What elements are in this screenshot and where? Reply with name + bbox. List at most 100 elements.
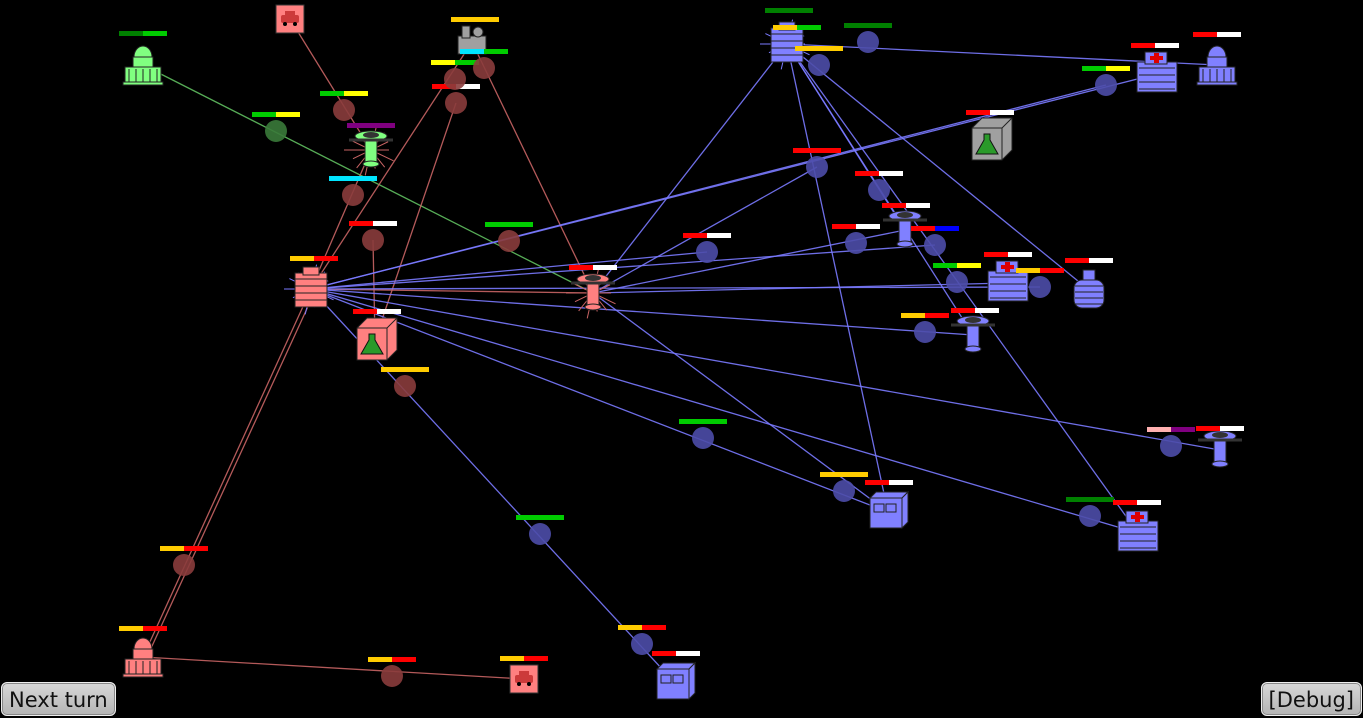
nodes-layer [122,4,1242,701]
capitol-red-capitol-icon[interactable] [122,637,164,678]
node-health-bars [347,123,395,128]
status-bar-left [347,123,371,128]
status-bar-left [329,176,353,181]
status-bar-left [679,419,703,424]
unit-blue-token[interactable] [806,156,828,178]
status-bar-right [817,148,841,153]
depot-blue-bottom-depot-icon[interactable] [655,661,697,701]
status-bar-right [1171,427,1195,432]
unit-blue-token[interactable] [857,31,879,53]
status-bar-right [975,308,999,313]
node-health-bars [882,203,930,208]
tower-blue-a-tower-icon[interactable] [883,210,927,248]
unit-blue-token[interactable] [868,179,890,201]
unit-red-token[interactable] [445,92,467,114]
unit-blue-token[interactable] [631,633,653,655]
unit-blue-token[interactable] [914,321,936,343]
lab-red-lab-icon[interactable] [356,317,398,361]
unit-blue-token[interactable] [1160,435,1182,457]
status-bar-left [349,221,373,226]
status-bar-left [683,233,707,238]
status-bar-left [901,313,925,318]
taxi-top-taxi-icon[interactable] [275,4,305,34]
unit-blue-token[interactable] [1095,74,1117,96]
status-bar-left [381,367,405,372]
unit-blue-token[interactable] [924,234,946,256]
unit-blue-token[interactable] [529,523,551,545]
unit-green-token[interactable] [265,120,287,142]
status-bar-right [344,91,368,96]
unit-red-token[interactable] [342,184,364,206]
hospital-blue-low-hospital-icon[interactable] [1117,510,1159,552]
links-layer [142,18,1221,684]
unit-blue-token[interactable] [946,271,968,293]
unit-red-token[interactable] [173,554,195,576]
next-turn-button[interactable]: Next turn [1,682,116,716]
unit-health-bars [933,263,981,268]
status-bar-left [1196,426,1220,431]
well-blue-well-icon[interactable] [1073,269,1105,309]
unit-health-bars [793,148,841,153]
unit-health-bars [795,46,843,51]
node-health-bars [1196,426,1244,431]
unit-blue-token[interactable] [1029,276,1051,298]
unit-blue-token[interactable] [692,427,714,449]
unit-blue-token[interactable] [696,241,718,263]
status-bar-left [820,472,844,477]
status-bar-left [951,308,975,313]
hospital-blue-top-hospital-icon[interactable] [1136,51,1178,93]
link-blue [786,43,1090,291]
unit-health-bars [1016,268,1064,273]
capitol-blue-capitol-icon[interactable] [1196,45,1238,86]
lab-gray-lab-icon[interactable] [971,117,1013,161]
status-bar-left [451,17,475,22]
status-bar-right [143,626,167,631]
debug-button[interactable]: [Debug] [1260,682,1362,716]
unit-red-token[interactable] [473,57,495,79]
status-bar-left [353,309,377,314]
status-bar-right [509,222,533,227]
link-blue [592,166,818,294]
unit-red-token[interactable] [394,375,416,397]
link-blue [310,288,1221,451]
tower-red-tower-icon[interactable] [571,273,615,311]
status-bar-right [314,256,338,261]
taxi-bottom-taxi-icon[interactable] [509,664,539,694]
status-bar-left [431,60,455,65]
hospital-blue-mid-hospital-icon[interactable] [987,260,1029,302]
status-bar-right [703,419,727,424]
status-bar-left [1016,268,1040,273]
status-bar-right [1137,500,1161,505]
unit-health-bars [252,112,300,117]
capitol-green-capitol-icon[interactable] [122,45,164,86]
status-bar-left [485,222,509,227]
node-health-bars [353,309,401,314]
status-bar-right [456,84,480,89]
status-bar-right [1155,43,1179,48]
unit-health-bars [683,233,731,238]
unit-red-token[interactable] [362,229,384,251]
status-bar-left [1066,497,1090,502]
depot-blue-mid-depot-icon[interactable] [868,490,910,530]
link-blue [310,288,974,336]
unit-health-bars [1066,497,1114,502]
unit-blue-token[interactable] [808,54,830,76]
unit-red-token[interactable] [444,68,466,90]
hq-red-fort-icon[interactable] [294,266,328,308]
hq-blue-fort-icon[interactable] [770,21,804,63]
status-bar-right [990,110,1014,115]
status-bar-left [966,110,990,115]
tower-green-tower-icon[interactable] [349,130,393,168]
unit-blue-token[interactable] [845,232,867,254]
unit-red-token[interactable] [498,230,520,252]
unit-red-token[interactable] [381,665,403,687]
unit-red-token[interactable] [333,99,355,121]
tower-blue-c-tower-icon[interactable] [1198,430,1242,468]
link-red [471,41,594,294]
unit-blue-token[interactable] [833,480,855,502]
unit-blue-token[interactable] [1079,505,1101,527]
tower-blue-b-tower-icon[interactable] [951,315,995,353]
unit-health-bars [329,176,377,181]
